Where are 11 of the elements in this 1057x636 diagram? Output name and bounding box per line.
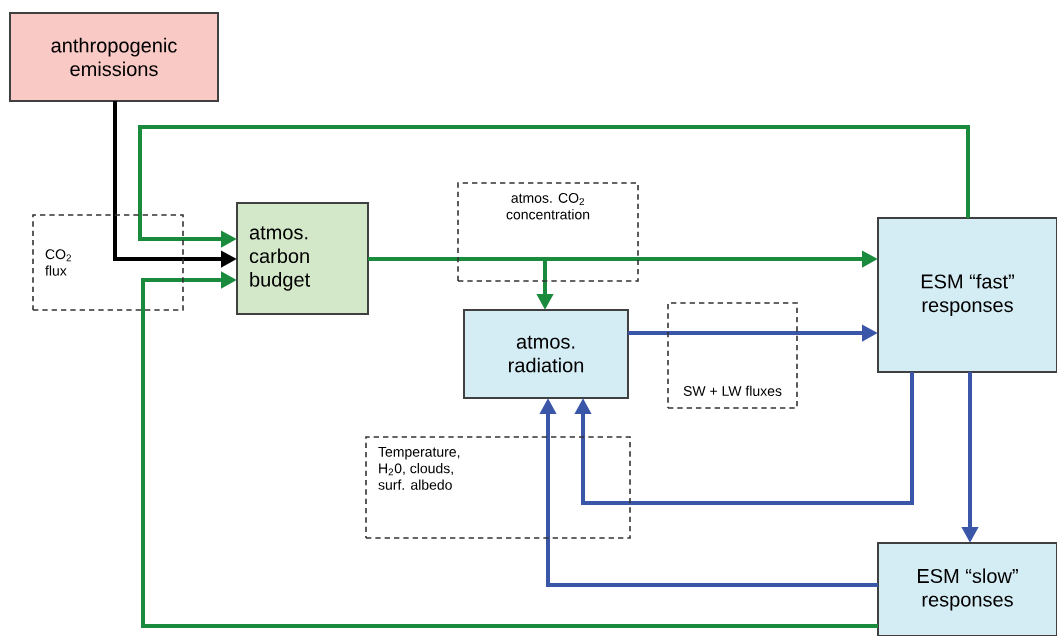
process-box: atmos. carbon budget xyxy=(236,202,369,315)
arrow xyxy=(574,372,914,505)
annotation-box: SW + LW fluxes xyxy=(667,302,798,409)
annotation-box: CO$_{2}$ flux xyxy=(32,214,184,311)
source-box: anthropogenic emissions xyxy=(9,12,219,102)
arrow xyxy=(141,271,878,628)
process-box: atmos. radiation xyxy=(463,309,629,399)
process-box: ESM “slow” responses xyxy=(877,542,1057,636)
annotation-box: Temperature, H$_{2}$0, clouds, surf. albedo xyxy=(365,436,631,539)
process-box: ESM “fast” responses xyxy=(877,217,1057,373)
annotation-box: atmos. CO$_{2}$ concentration xyxy=(457,182,639,282)
